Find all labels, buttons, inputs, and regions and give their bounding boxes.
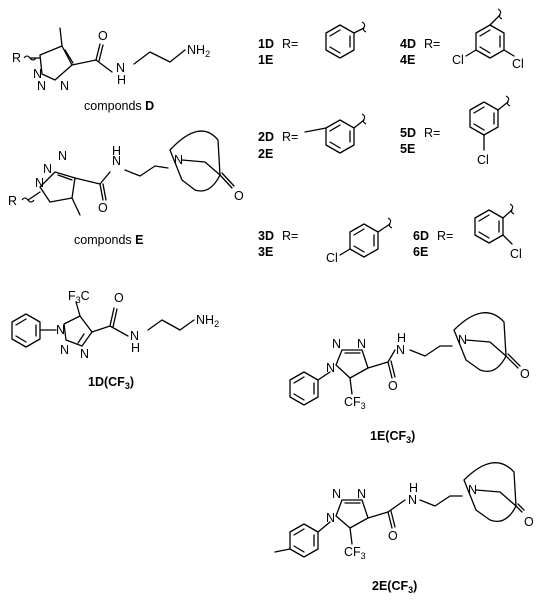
sub4-cl2-label: Cl [512, 57, 524, 71]
sub5-eq-label: R= [424, 126, 440, 140]
substituent-table: 1D R= 1E 2D R= 2E 3D R= 3E [258, 8, 524, 265]
sub6-d-label: 6D [413, 229, 429, 243]
e-caption: componds E [74, 233, 144, 247]
2e-amide-h-label: H [409, 481, 418, 495]
sub6-eq-label: R= [437, 229, 453, 243]
e-n3-label: N [58, 149, 67, 163]
1e-cf3-caption: 1E(CF3) [370, 429, 415, 445]
e-n1-label: N [35, 176, 44, 190]
2e-o-label: O [388, 529, 398, 543]
sub3-e-label: 3E [258, 245, 273, 259]
sub4-e-label: 4E [400, 53, 415, 67]
1e-amide-n-label: N [396, 343, 405, 357]
sub4-eq-label: R= [424, 37, 440, 51]
compound-e: R N N N O N H N O componds E [8, 130, 244, 247]
2e-cf3-caption: 2E(CF3) [372, 579, 417, 595]
d-amide-n-label: N [116, 61, 125, 75]
compound-2e-cf3: N N N O N H N O CF3 2E(CF3) [274, 462, 534, 595]
1d-nh2-label: NH2 [196, 313, 219, 329]
3-chlorophenyl-ring [469, 95, 511, 151]
d-o-label: O [98, 29, 108, 43]
1d-amide-h-label: H [131, 341, 140, 355]
d-n1-label: N [33, 67, 42, 81]
1d-n3-label: N [80, 347, 89, 361]
1e-o-label: O [388, 379, 398, 393]
d-n3-label: N [60, 79, 69, 93]
1e-bicyclic-n-label: N [458, 333, 467, 347]
e-r-label: R [8, 194, 17, 208]
1d-cf3-caption: 1D(CF3) [88, 375, 134, 391]
d-caption: componds D [84, 99, 154, 113]
1e-ketone-o-label: O [520, 367, 530, 381]
sub5-cl-label: Cl [477, 153, 489, 167]
e-n2-label: N [43, 162, 52, 176]
e-bicyclic-n-label: N [174, 153, 183, 167]
sub2-d-label: 2D [258, 130, 274, 144]
d-nh2-label: NH2 [187, 43, 210, 59]
sub2-e-label: 2E [258, 147, 273, 161]
2-4-dichlorophenyl-ring [465, 8, 515, 59]
2e-cf3-label: CF3 [344, 545, 366, 561]
compound-1d-cf3: F3C N N N O N H NH2 1D(CF3) [11, 289, 219, 391]
2e-ketone-o-label: O [524, 515, 534, 529]
4-chlorophenyl-ring [339, 217, 393, 258]
d-r-label: R [12, 51, 21, 65]
1e-amide-h-label: H [397, 331, 406, 345]
2e-n3-label: N [357, 487, 366, 501]
compound-1e-cf3: N N N O N H N O CF3 1E(CF3) [289, 312, 530, 445]
sub1-eq-label: R= [282, 37, 298, 51]
1d-n1-label: N [56, 323, 65, 337]
e-ketone-o-label: O [234, 189, 244, 203]
e-o-label: O [98, 201, 108, 215]
sub1-e-label: 1E [258, 53, 273, 67]
sub3-eq-label: R= [282, 229, 298, 243]
sub4-cl1-label: Cl [452, 53, 464, 67]
2e-n2-label: N [332, 487, 341, 501]
sub6-e-label: 6E [413, 245, 428, 259]
phenyl-ring [325, 21, 367, 59]
1e-cf3-label: CF3 [344, 395, 366, 411]
d-n2-label: N [37, 79, 46, 93]
sub4-d-label: 4D [400, 37, 416, 51]
e-amide-h-label: H [112, 144, 121, 158]
sub1-d-label: 1D [258, 37, 274, 51]
p-tolyl-ring [304, 113, 367, 154]
sub3-cl-label: Cl [326, 251, 338, 265]
sub2-eq-label: R= [282, 130, 298, 144]
2e-amide-n-label: N [408, 493, 417, 507]
1e-n2-label: N [332, 337, 341, 351]
sub3-d-label: 3D [258, 229, 274, 243]
1d-cf3-label: F3C [68, 289, 90, 305]
1d-o-label: O [114, 291, 124, 305]
compound-d: R N N N O N H NH2 componds D [12, 27, 210, 113]
1d-amide-n-label: N [130, 329, 139, 343]
sub6-cl-label: Cl [510, 247, 522, 261]
1d-n2-label: N [60, 343, 69, 357]
2-chlorophenyl-ring [474, 203, 515, 245]
e-amide-n-label: N [112, 154, 121, 168]
1e-n3-label: N [357, 337, 366, 351]
1e-n1-label: N [326, 361, 335, 375]
d-amide-h-label: H [117, 73, 126, 87]
2e-bicyclic-n-label: N [468, 483, 477, 497]
sub5-e-label: 5E [400, 142, 415, 156]
2e-n1-label: N [326, 511, 335, 525]
sub5-d-label: 5D [400, 126, 416, 140]
